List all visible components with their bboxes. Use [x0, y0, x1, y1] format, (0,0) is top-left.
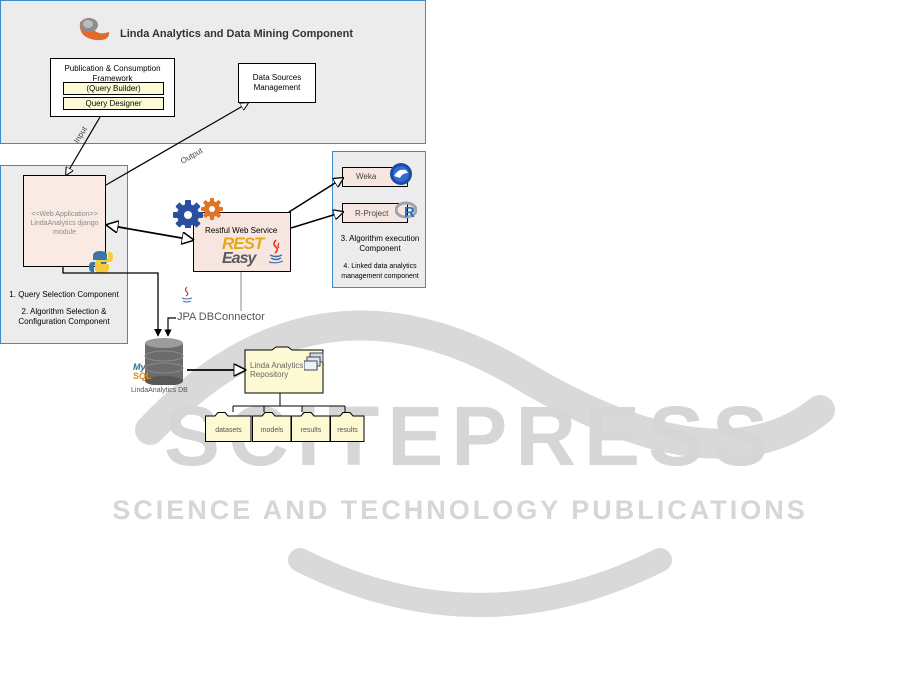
- query-builder-box: (Query Builder): [63, 82, 164, 95]
- repository-subfolder: results: [330, 412, 365, 442]
- mysql-logo-my: My: [133, 362, 146, 372]
- r-logo-icon: R: [395, 201, 417, 220]
- data-sources-box: Data Sources Management: [238, 63, 316, 103]
- java-logo-icon: [268, 239, 284, 264]
- subfolder-label: datasets: [215, 427, 242, 434]
- repository-subfolder: results: [291, 412, 331, 442]
- linda-logo-icon: [79, 18, 110, 41]
- repository-label: Linda Analytics Repository: [250, 361, 304, 379]
- rproject-label: R-Project: [355, 209, 389, 218]
- subfolder-label: models: [260, 427, 284, 434]
- restful-weka-arrow: [288, 178, 343, 213]
- output-arrow: [105, 103, 248, 186]
- jpa-connector-label: JPA DBConnector: [177, 311, 265, 323]
- python-logo-icon: [89, 251, 113, 273]
- subfolder-icon: [205, 412, 252, 442]
- webapp-stereotype: <<Web Application>>: [31, 211, 98, 218]
- java-small-icon: [181, 286, 193, 303]
- subfolder-icon: [291, 412, 331, 442]
- webapp-box: <<Web Application>> LindaAnalytics djang…: [23, 175, 106, 267]
- query-selection-label: 1. Query Selection Component: [9, 290, 119, 299]
- stack-icon: [304, 352, 324, 371]
- webapp-restful-arrow: [107, 225, 193, 240]
- subfolder-label: results: [337, 427, 358, 434]
- restful-service-label: Restful Web Service: [205, 226, 278, 235]
- data-sources-label: Data Sources Management: [252, 73, 302, 92]
- database-label: LindaAnalytics DB: [131, 387, 188, 394]
- input-arrow: [66, 116, 101, 175]
- database-icon: [144, 338, 184, 385]
- mysql-logo: My SQL: [133, 363, 152, 381]
- svg-text:R: R: [404, 204, 415, 220]
- subfolder-icon: [330, 412, 365, 442]
- weka-logo-icon: [390, 163, 412, 185]
- repository-folder-icon: [244, 346, 324, 394]
- folder-tree-lines: [232, 393, 346, 412]
- webapp-db-arrow: [62, 267, 162, 337]
- restful-rproject-arrow: [290, 212, 343, 229]
- jpa-db-arrow: [164, 317, 176, 337]
- subfolder-label: results: [300, 427, 322, 434]
- watermark-small-text: SCIENCE AND TECHNOLOGY PUBLICATIONS: [112, 495, 808, 525]
- easy-logo: Easy: [222, 250, 256, 267]
- repository-subfolder: datasets: [205, 412, 252, 442]
- weka-label: Weka: [356, 172, 377, 181]
- subfolder-icon: [252, 412, 292, 442]
- publication-framework-title: Publication & Consumption Framework: [64, 64, 161, 83]
- algorithm-selection-label: 2. Algorithm Selection & Configuration C…: [18, 307, 110, 326]
- rest-logo: REST: [222, 234, 264, 253]
- repository-subfolder: models: [252, 412, 292, 442]
- webapp-name: LindaAnalytics django module: [30, 220, 99, 236]
- query-designer-box: Query Designer: [63, 97, 164, 110]
- algorithm-execution-label: 3. Algorithm execution Component: [340, 234, 420, 253]
- linked-data-management-label: 4. Linked data analytics management comp…: [341, 263, 419, 280]
- page-title: Linda Analytics and Data Mining Componen…: [120, 28, 354, 40]
- mysql-logo-sql: SQL: [133, 371, 152, 381]
